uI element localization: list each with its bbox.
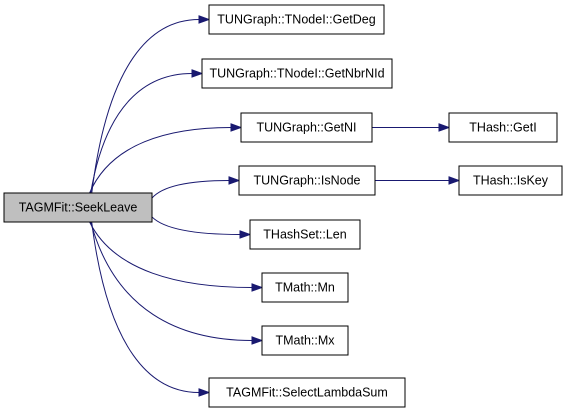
- arrowhead-is-node: [228, 176, 241, 185]
- edges-layer: [89, 15, 461, 397]
- node-thash-iskey-box: [458, 165, 563, 196]
- node-is-node-label: TUNGraph::IsNode: [254, 174, 361, 188]
- node-tmath-mx-label: TMath::Mx: [275, 334, 335, 348]
- node-hashset-len-label: THashSet::Len: [263, 228, 346, 242]
- arrowhead-select-lambda-sum: [198, 388, 211, 397]
- node-get-deg[interactable]: TUNGraph::TNodeI::GetDeg: [208, 4, 385, 35]
- node-tmath-mn-box: [261, 272, 349, 303]
- edge-root-to-get-ni: [89, 127, 232, 194]
- node-is-node-box: [238, 165, 376, 196]
- arrowhead-get-deg: [198, 15, 211, 24]
- node-root[interactable]: TAGMFit::SeekLeave: [3, 192, 153, 223]
- node-tmath-mx[interactable]: TMath::Mx: [261, 325, 349, 356]
- node-get-ni-box: [240, 112, 373, 143]
- node-get-deg-label: TUNGraph::TNodeI::GetDeg: [217, 13, 375, 27]
- node-get-deg-box: [208, 4, 385, 35]
- arrowhead-get-ni: [230, 123, 243, 132]
- node-thash-geti-label: THash::GetI: [469, 121, 536, 135]
- node-thash-iskey[interactable]: THash::IsKey: [458, 165, 563, 196]
- node-get-nbr-nid-box: [201, 58, 393, 89]
- node-get-ni-label: TUNGraph::GetNI: [256, 121, 356, 135]
- node-select-lambda-sum[interactable]: TAGMFit::SelectLambdaSum: [208, 377, 406, 408]
- node-thash-geti[interactable]: THash::GetI: [448, 112, 558, 143]
- node-get-ni[interactable]: TUNGraph::GetNI: [240, 112, 373, 143]
- edge-root-to-select-lambda-sum: [91, 221, 200, 393]
- edge-root-to-get-nbr-nid: [90, 73, 193, 194]
- arrowhead-thash-geti: [438, 123, 451, 132]
- node-thash-iskey-label: THash::IsKey: [473, 174, 549, 188]
- arrowhead-tmath-mx: [251, 336, 264, 345]
- node-select-lambda-sum-label: TAGMFit::SelectLambdaSum: [226, 386, 388, 400]
- node-hashset-len[interactable]: THashSet::Len: [249, 219, 361, 250]
- node-hashset-len-box: [249, 219, 361, 250]
- node-is-node[interactable]: TUNGraph::IsNode: [238, 165, 376, 196]
- node-root-label: TAGMFit::SeekLeave: [19, 201, 138, 215]
- arrowhead-tmath-mn: [251, 283, 264, 292]
- node-tmath-mn[interactable]: TMath::Mn: [261, 272, 349, 303]
- node-tmath-mn-label: TMath::Mn: [275, 281, 335, 295]
- node-get-nbr-nid-label: TUNGraph::TNodeI::GetNbrNId: [209, 67, 384, 81]
- node-get-nbr-nid[interactable]: TUNGraph::TNodeI::GetNbrNId: [201, 58, 393, 89]
- node-select-lambda-sum-box: [208, 377, 406, 408]
- arrowhead-get-nbr-nid: [191, 69, 204, 78]
- edge-root-to-tmath-mx: [90, 221, 253, 341]
- arrowhead-hashset-len: [239, 230, 252, 239]
- edge-root-to-hashset-len: [151, 216, 241, 235]
- edge-root-to-get-deg: [91, 19, 200, 194]
- arrowhead-thash-iskey: [448, 176, 461, 185]
- node-thash-geti-box: [448, 112, 558, 143]
- node-root-box: [3, 192, 153, 223]
- node-tmath-mx-box: [261, 325, 349, 356]
- edge-root-to-is-node: [151, 180, 230, 199]
- edge-root-to-tmath-mn: [89, 221, 253, 288]
